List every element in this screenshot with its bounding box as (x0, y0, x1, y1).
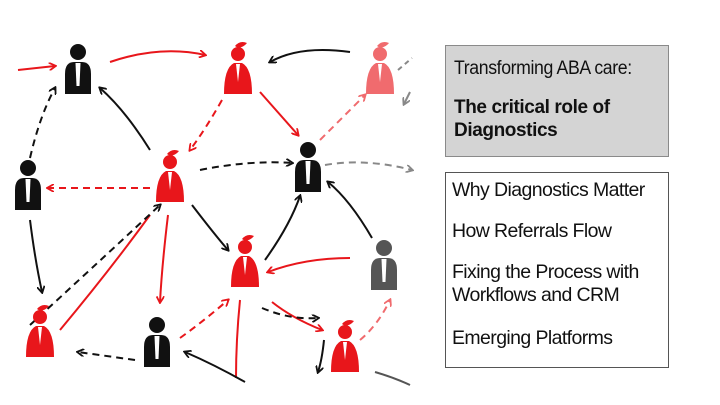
people-network-illustration (15, 42, 440, 386)
agenda-box: Why Diagnostics Matter How Referrals Flo… (445, 172, 669, 368)
person-woman-icon (224, 42, 252, 94)
person-man-icon (295, 142, 321, 192)
agenda-item: Why Diagnostics Matter (452, 179, 645, 201)
person-man-icon (65, 44, 91, 94)
person-man-icon (15, 160, 41, 210)
title-line: Transforming ABA care: (454, 58, 632, 79)
title-bold: The critical role of Diagnostics (454, 97, 610, 141)
person-woman-icon (366, 42, 394, 94)
agenda-item: Emerging Platforms (452, 327, 613, 349)
agenda-item: How Referrals Flow (452, 220, 612, 242)
person-woman-icon (231, 235, 259, 287)
person-man-icon (144, 317, 170, 367)
person-woman-icon (331, 320, 359, 372)
agenda-item: Fixing the Process with Workflows and CR… (452, 261, 639, 306)
title-box: Transforming ABA care: The critical role… (445, 45, 669, 157)
person-woman-icon (26, 305, 54, 357)
person-man-icon (371, 240, 397, 290)
person-woman-icon (156, 150, 184, 202)
